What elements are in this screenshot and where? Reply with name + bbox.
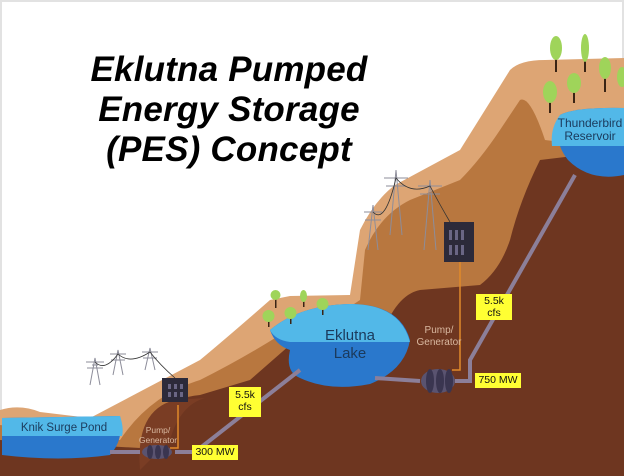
powerhouse-building-icon-lower: [162, 378, 188, 402]
transmission-tower-icon-group-lower: [86, 347, 176, 386]
title-line-2: Energy Storage: [98, 90, 360, 129]
lower-power-tag: 300 MW: [192, 445, 238, 460]
powerhouse-building-icon-upper: [444, 222, 474, 262]
upper-pg-line2: Generator: [416, 337, 462, 348]
eklutna-label-line1: Eklutna: [324, 327, 376, 344]
dark-rock-layer: [0, 150, 624, 476]
tree-icon-group-upper: [543, 34, 624, 113]
turbine-icon-lower: [142, 445, 172, 459]
transmission-tower-icon-group-upper: [364, 169, 451, 251]
tree-icon-group-middle: [262, 290, 329, 327]
upper-flow-tag: 5.5k cfs: [476, 294, 512, 320]
title-line-1: Eklutna Pumped: [90, 50, 368, 89]
lower-pg-line1: Pump/: [145, 425, 171, 435]
thunderbird-label-line2: Reservoir: [564, 129, 616, 143]
thunderbird-label-line1: Thunderbird: [557, 116, 623, 130]
diagram-title: Eklutna Pumped Energy Storage (PES) Conc…: [84, 50, 374, 170]
upper-pg-line1: Pump/: [424, 325, 454, 336]
lower-flow-line1: 5.5k: [235, 389, 255, 401]
lower-flow-line2: cfs: [238, 401, 252, 413]
lower-pump-generator-label: Pump/ Generator: [128, 425, 188, 445]
turbine-icon-upper: [421, 369, 455, 393]
upper-flow-line1: 5.5k: [484, 295, 504, 307]
eklutna-label-line2: Lake: [333, 345, 367, 362]
knik-surge-pond: [2, 416, 123, 459]
title-line-3: (PES) Concept: [106, 130, 352, 169]
upper-power-tag: 750 MW: [475, 373, 521, 388]
thunderbird-reservoir-label: Thunderbird Reservoir: [556, 117, 624, 143]
eklutna-lake: [270, 304, 410, 387]
upper-flow-line2: cfs: [487, 307, 501, 319]
thunderbird-reservoir: [551, 107, 624, 177]
lower-flow-tag: 5.5k cfs: [229, 387, 261, 417]
upper-pump-generator-label: Pump/ Generator: [412, 325, 466, 349]
lower-pg-line2: Generator: [138, 435, 178, 445]
power-conduits: [170, 262, 461, 449]
eklutna-lake-label: Eklutna Lake: [310, 327, 390, 363]
knik-surge-pond-label: Knik Surge Pond: [20, 422, 108, 434]
